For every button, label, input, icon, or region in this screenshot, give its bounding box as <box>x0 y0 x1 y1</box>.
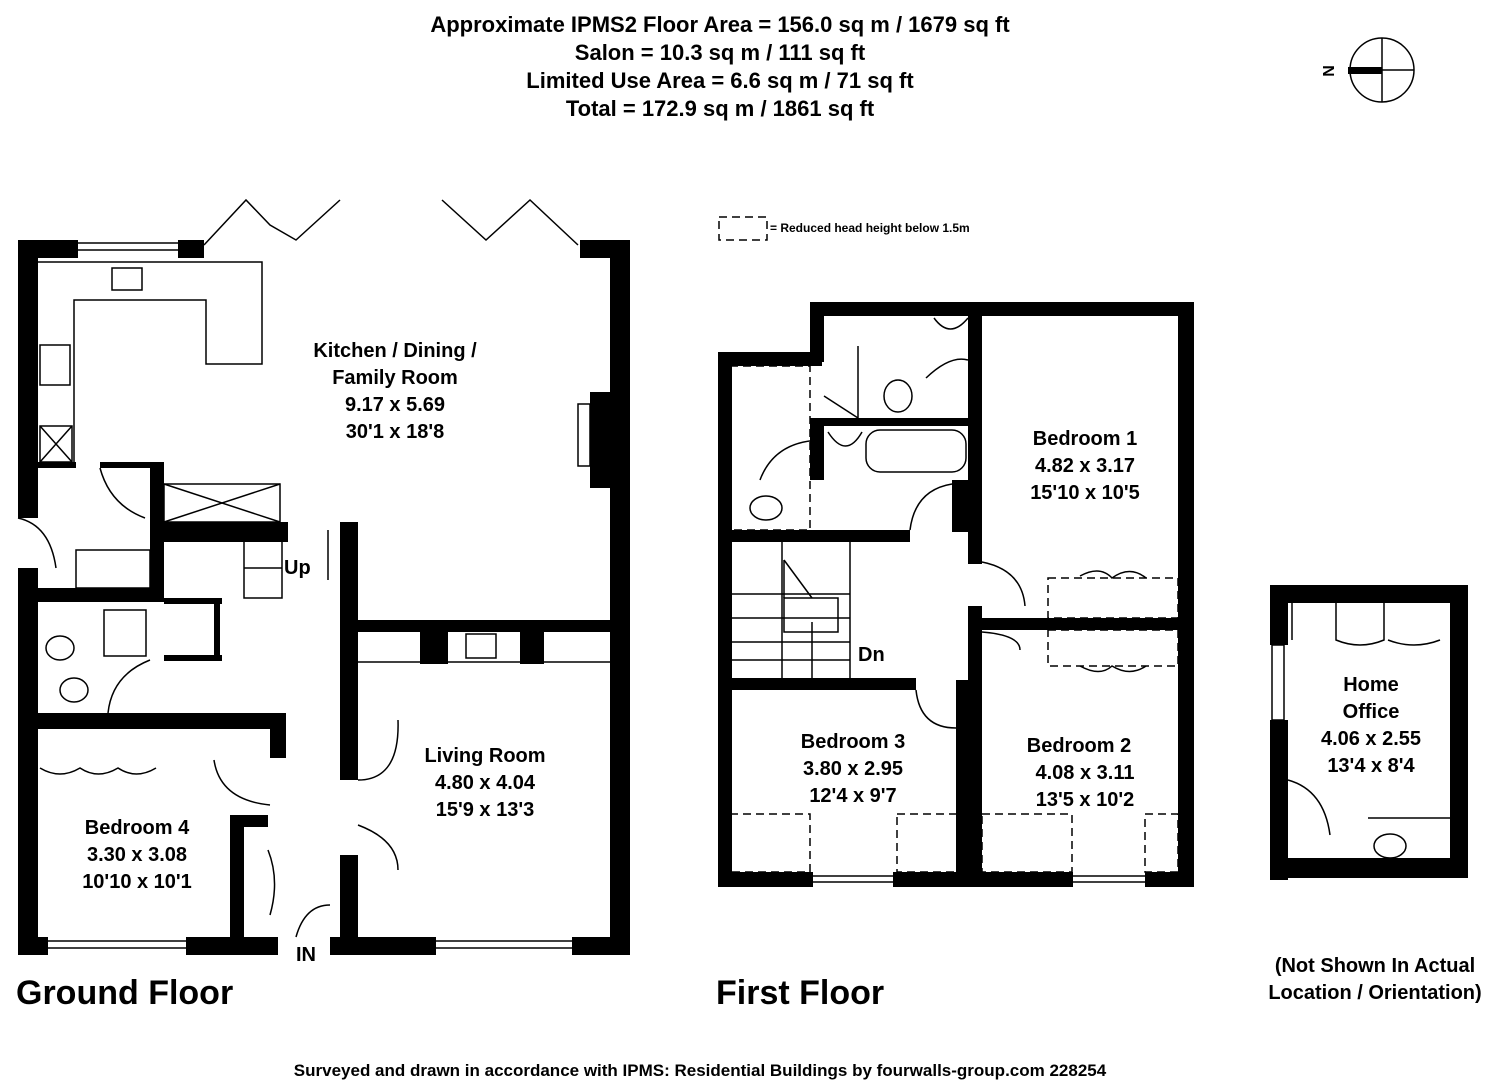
home-office-label-line2: Office <box>1342 701 1400 723</box>
ground-floor-title: Ground Floor <box>16 974 234 1012</box>
living-room-metric: 4.80 x 4.04 <box>434 772 536 794</box>
entrance-label: IN <box>296 944 316 966</box>
home-office-label-line1: Home <box>1343 674 1399 696</box>
floor-area-line: Approximate IPMS2 Floor Area = 156.0 sq … <box>430 12 1010 37</box>
bedroom3-metric: 3.80 x 2.95 <box>802 758 904 780</box>
bedroom3-imperial: 12'4 x 9'7 <box>809 785 897 807</box>
bedroom4-label: Bedroom 4 <box>84 817 190 839</box>
home-office-metric: 4.06 x 2.55 <box>1320 728 1422 750</box>
survey-footer: Surveyed and drawn in accordance with IP… <box>293 1061 1107 1080</box>
stairs-down-label: Dn <box>858 644 885 666</box>
home-office-imperial: 13'4 x 8'4 <box>1327 755 1415 777</box>
bedroom3-label: Bedroom 3 <box>800 731 906 753</box>
salon-area-line: Salon = 10.3 sq m / 111 sq ft <box>574 40 866 65</box>
outbuilding-note-line1: (Not Shown In Actual <box>1274 955 1476 977</box>
bedroom1-imperial: 15'10 x 10'5 <box>1030 482 1140 504</box>
first-floor-title: First Floor <box>716 974 885 1012</box>
bedroom2-imperial: 13'5 x 10'2 <box>1035 789 1135 811</box>
kitchen-label-line2: Family Room <box>332 367 458 389</box>
bedroom1-label: Bedroom 1 <box>1032 428 1138 450</box>
compass-north-label: N <box>1320 65 1338 77</box>
limited-use-area-line: Limited Use Area = 6.6 sq m / 71 sq ft <box>526 68 914 93</box>
bedroom4-metric: 3.30 x 3.08 <box>86 844 188 866</box>
outbuilding-note-line2: Location / Orientation) <box>1268 982 1482 1004</box>
bedroom4-imperial: 10'10 x 10'1 <box>82 871 192 893</box>
total-area-line: Total = 172.9 sq m / 1861 sq ft <box>565 96 875 121</box>
living-room-imperial: 15'9 x 13'3 <box>435 799 535 821</box>
bedroom1-metric: 4.82 x 3.17 <box>1034 455 1136 477</box>
bedroom2-label: Bedroom 2 <box>1026 735 1132 757</box>
living-room-label: Living Room <box>424 745 546 767</box>
bedroom2-metric: 4.08 x 3.11 <box>1035 762 1135 784</box>
kitchen-label-line1: Kitchen / Dining / <box>313 340 477 362</box>
stairs-up-label: Up <box>284 557 311 579</box>
kitchen-metric: 9.17 x 5.69 <box>344 394 446 416</box>
kitchen-imperial: 30'1 x 18'8 <box>345 421 445 443</box>
legend-reduced-head-height: = Reduced head height below 1.5m <box>770 221 970 235</box>
